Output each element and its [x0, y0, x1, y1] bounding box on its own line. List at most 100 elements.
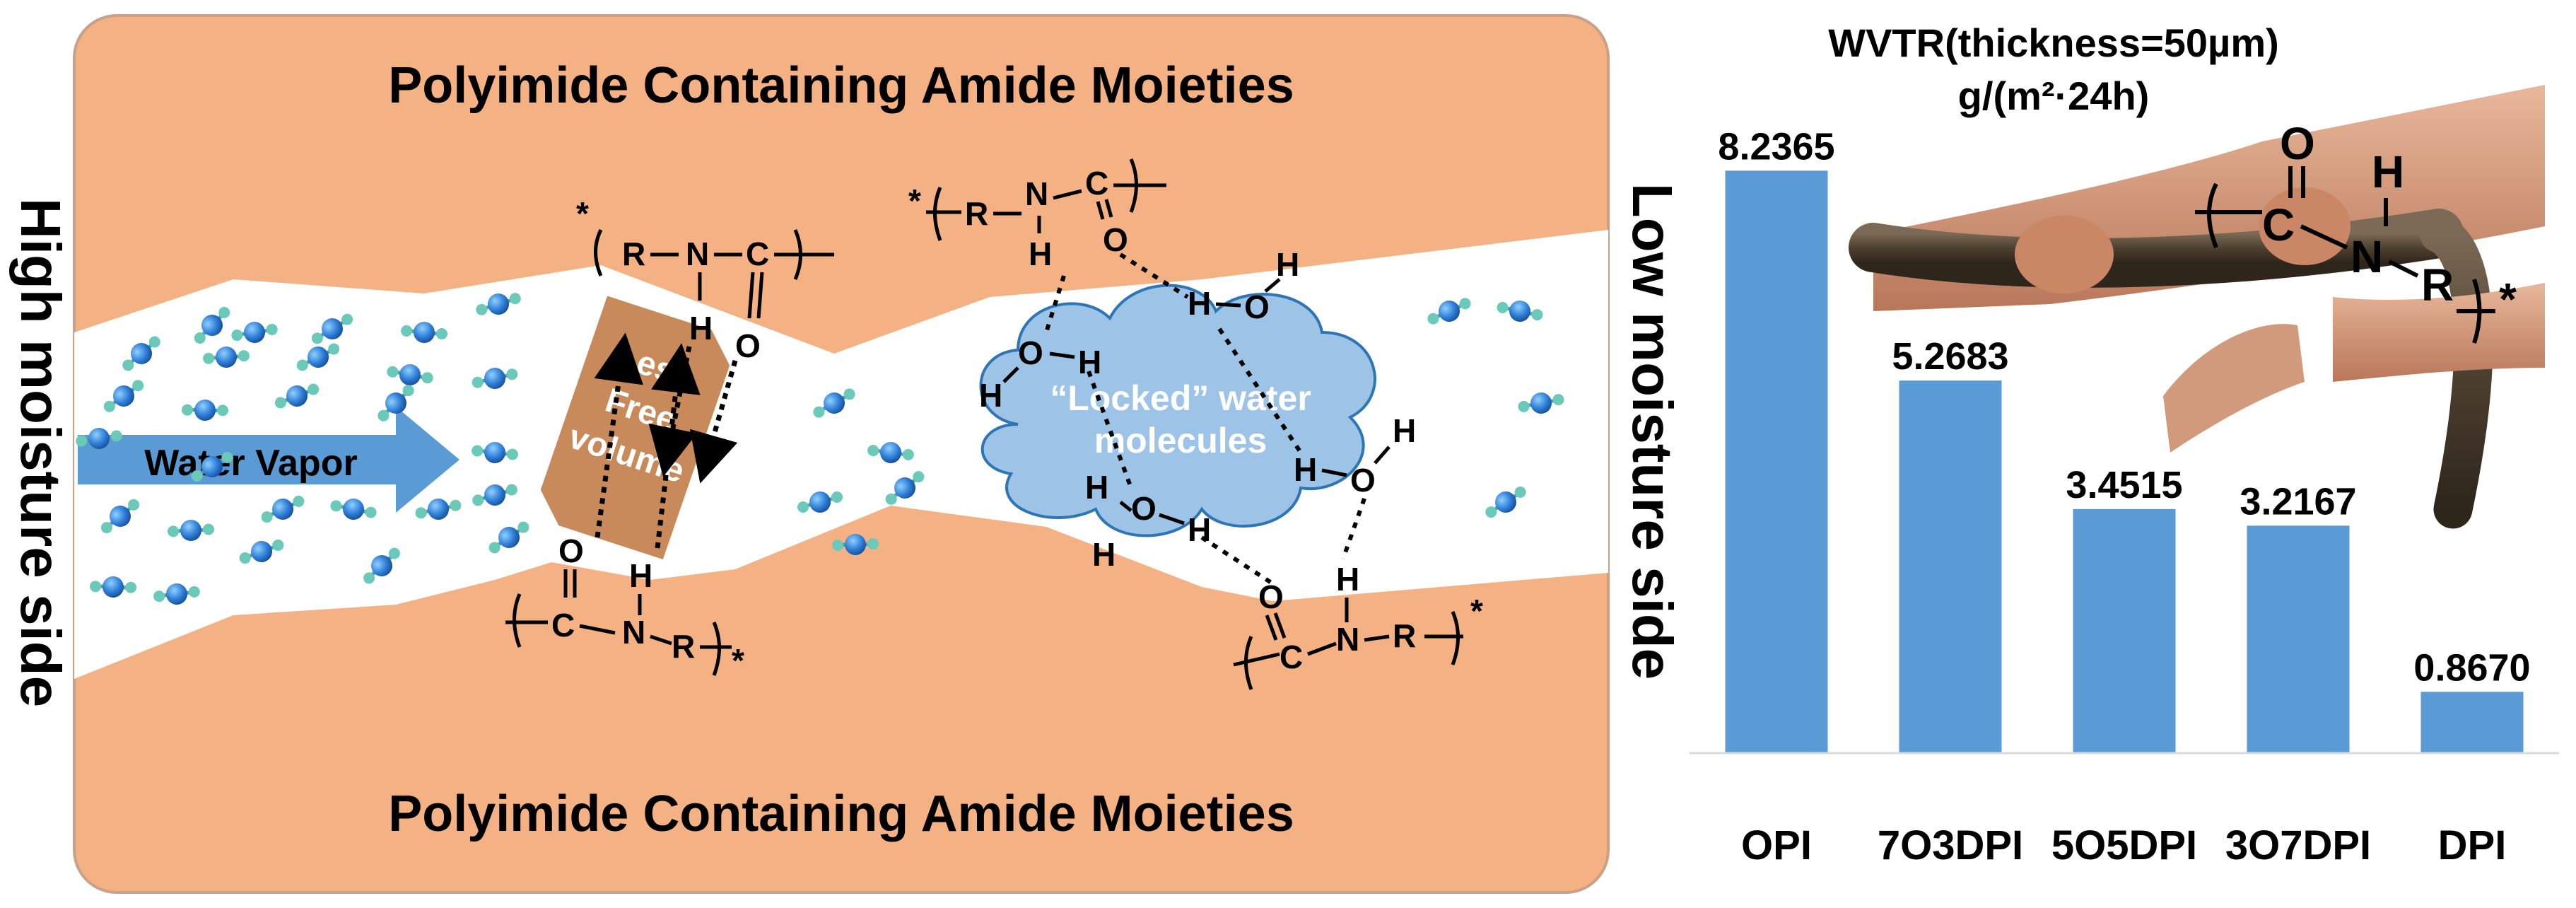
atom-O: O	[1103, 221, 1128, 258]
atom-C: C	[746, 235, 769, 272]
water-molecule	[472, 368, 518, 389]
atom-N: N	[686, 235, 709, 272]
category-label: OPI	[1741, 822, 1812, 868]
atom-O: O	[1258, 578, 1284, 615]
atom-O: O	[1131, 490, 1157, 527]
atom-R: R	[2421, 260, 2454, 310]
water-molecule	[885, 471, 925, 505]
water-cluster: O H H H O H O H H H H O H	[979, 246, 1416, 586]
h-bond-arrows	[594, 332, 738, 549]
atom-O: O	[1350, 462, 1376, 499]
water-molecule	[239, 539, 284, 564]
atom-star: *	[908, 182, 921, 219]
atom-O: O	[2280, 118, 2315, 169]
water-molecule	[100, 499, 140, 534]
high-moisture-side-label: High moisture side	[9, 198, 72, 707]
water-molecule	[194, 306, 230, 344]
atom-star: *	[2499, 274, 2517, 325]
water-molecule	[363, 547, 400, 584]
bar-7o3dpi	[1899, 380, 2002, 753]
atom-H: H	[979, 377, 1002, 414]
chart-title-line-1: WVTR(thickness=50µm)	[1828, 21, 2279, 65]
water-molecule	[415, 499, 462, 520]
atom-O: O	[735, 327, 761, 364]
atom-C: C	[1085, 165, 1108, 202]
water-molecule	[867, 442, 914, 463]
chart-title-line-2: g/(m²·24h)	[1958, 74, 2150, 118]
category-label: 5O5DPI	[2051, 822, 2197, 868]
atom-H: H	[1188, 285, 1211, 322]
atom-O: O	[1244, 289, 1270, 325]
bar-opi	[1725, 170, 1828, 754]
bottom-polymer-title: Polyimide Containing Amide Moieties	[388, 786, 1294, 842]
water-molecule	[191, 452, 233, 482]
water-molecule	[103, 380, 144, 412]
atom-H: H	[1336, 561, 1359, 598]
bar-value-label: 0.8670	[2413, 646, 2530, 689]
atom-H: H	[2372, 146, 2404, 197]
water-molecule	[1518, 392, 1564, 414]
water-molecule	[296, 343, 340, 371]
locked-water-cloud: “Locked” water molecules	[979, 284, 1376, 537]
water-molecule	[203, 347, 250, 368]
water-molecule	[76, 428, 122, 449]
water-molecule	[488, 521, 529, 554]
atom-O: O	[558, 532, 584, 569]
water-molecule	[797, 491, 843, 513]
atom-star: *	[1470, 593, 1483, 629]
category-label: DPI	[2438, 822, 2507, 868]
water-molecule	[231, 322, 278, 343]
atom-C: C	[551, 607, 575, 644]
water-molecule	[832, 534, 879, 555]
top-polymer-title: Polyimide Containing Amide Moieties	[388, 57, 1294, 114]
amide-fragment-chart: O H C N R *	[2195, 118, 2517, 344]
water-molecule	[476, 293, 521, 315]
atom-H: H	[1393, 412, 1416, 449]
category-label: 7O3DPI	[1878, 822, 2023, 868]
atom-C: C	[1280, 639, 1303, 675]
atom-H: H	[629, 557, 652, 594]
water-molecule	[182, 400, 228, 421]
atom-O: O	[1018, 334, 1043, 371]
atom-H: H	[1188, 511, 1211, 548]
water-molecule	[472, 442, 518, 463]
category-label: 3O7DPI	[2225, 822, 2371, 868]
atom-H: H	[1085, 469, 1108, 506]
water-molecule	[274, 383, 320, 409]
water-molecule	[387, 364, 433, 385]
bar-value-label: 5.2683	[1892, 335, 2008, 378]
water-molecule	[168, 520, 214, 541]
water-molecule	[311, 313, 353, 344]
water-molecule	[261, 495, 305, 523]
water-molecule	[122, 336, 160, 371]
amide-fragment-top-middle: * R N C H O	[908, 158, 1166, 272]
atom-N: N	[1336, 621, 1359, 658]
bar-dpi	[2420, 692, 2524, 753]
water-molecule	[1427, 298, 1471, 325]
atom-star: *	[576, 195, 589, 232]
atom-N: N	[622, 614, 645, 651]
atom-R: R	[622, 235, 645, 272]
chart-title: WVTR(thickness=50µm) g/(m²·24h)	[1828, 21, 2279, 118]
atom-star: *	[732, 642, 744, 679]
water-molecule	[153, 583, 200, 605]
atom-R: R	[965, 195, 988, 232]
atom-H: H	[1294, 451, 1317, 488]
bar-3o7dpi	[2247, 525, 2350, 753]
water-molecule	[377, 385, 414, 421]
bar-value-label: 8.2365	[1718, 125, 1834, 168]
water-molecule	[813, 388, 855, 418]
atom-H: H	[1092, 536, 1116, 573]
atom-N: N	[2350, 231, 2383, 282]
bar-5o5dpi	[2073, 508, 2176, 753]
atom-N: N	[1025, 175, 1048, 212]
atom-H: H	[689, 310, 713, 347]
amide-fragment-bottom-left: O H C N R *	[505, 532, 744, 679]
atom-R: R	[1393, 617, 1416, 654]
wvtr-bar-chart: 8.2365OPI5.26837O3DPI3.45155O5DPI3.21673…	[1690, 125, 2559, 868]
water-vapor-label: Water Vapor	[144, 443, 358, 484]
amide-fragment-top-left: * R N C H O	[576, 195, 834, 364]
water-molecule	[1485, 486, 1526, 518]
water-molecules	[76, 293, 1564, 605]
cloud-line-2: molecules	[1094, 421, 1267, 460]
